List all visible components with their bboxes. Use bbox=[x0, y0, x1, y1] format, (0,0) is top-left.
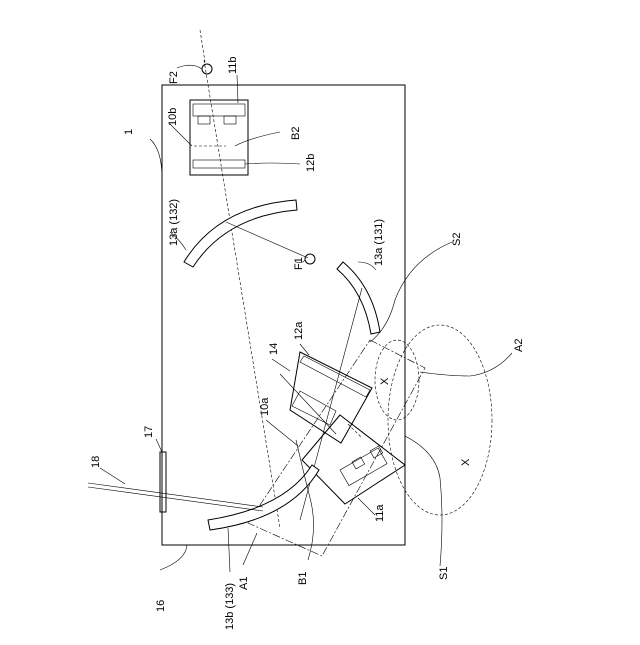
ray-center-a bbox=[300, 288, 362, 520]
ray-18-b bbox=[88, 487, 263, 511]
focal-point-f1 bbox=[305, 254, 315, 264]
label-f2: F2 bbox=[168, 71, 180, 84]
label-housing: 1 bbox=[123, 129, 135, 135]
label-s2: S2 bbox=[451, 233, 463, 246]
label-13a-132: 13a (132) bbox=[168, 199, 180, 246]
label-a1: A1 bbox=[238, 577, 250, 590]
label-b1: B1 bbox=[297, 572, 309, 585]
window-17 bbox=[160, 452, 166, 512]
label-x-small: X bbox=[379, 377, 391, 385]
label-11a: 11a bbox=[374, 504, 386, 522]
mirror-13a-131 bbox=[337, 262, 380, 334]
label-11b: 11b bbox=[227, 56, 239, 74]
label-13b-133: 13b (133) bbox=[224, 583, 236, 630]
optical-axis-long bbox=[204, 60, 280, 528]
label-12b: 12b bbox=[305, 154, 317, 172]
focal-point-f2 bbox=[202, 64, 212, 74]
label-17: 17 bbox=[143, 426, 155, 438]
label-b2: B2 bbox=[290, 127, 302, 140]
label-12a: 12a bbox=[293, 321, 305, 340]
region-a1 bbox=[248, 340, 425, 556]
label-s1: S1 bbox=[438, 567, 450, 580]
label-10b: 10b bbox=[167, 108, 179, 126]
optical-axis-top bbox=[200, 30, 205, 62]
label-14: 14 bbox=[268, 343, 280, 355]
label-x-large: X bbox=[460, 458, 472, 466]
label-a2: A2 bbox=[513, 339, 525, 352]
label-16: 16 bbox=[155, 600, 167, 612]
label-18: 18 bbox=[90, 456, 102, 468]
label-13a-131: 13a (131) bbox=[373, 219, 385, 266]
label-f1: F1 bbox=[293, 257, 305, 270]
mirror-13b-133 bbox=[208, 465, 319, 530]
ray-18-a bbox=[88, 483, 263, 507]
region-a2-ellipse bbox=[388, 325, 492, 515]
label-10a: 10a bbox=[259, 397, 271, 416]
unit-b bbox=[190, 100, 248, 175]
ray-to-f1 bbox=[226, 222, 308, 258]
mirror-13a-132 bbox=[184, 200, 297, 267]
